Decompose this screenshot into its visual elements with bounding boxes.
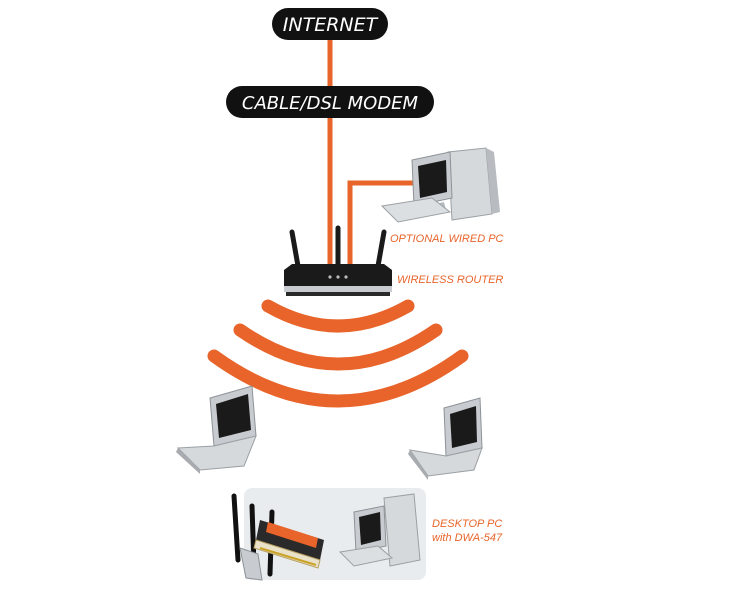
desktop-pc-label-line1: DESKTOP PC (432, 518, 502, 530)
modem-label: CABLE/DSL MODEM (242, 93, 419, 114)
desktop-pc-panel (231, 488, 426, 581)
laptop-icon (408, 397, 483, 480)
laptop-icon (176, 385, 257, 474)
desktop-pc-label-line2: with DWA-547 (432, 532, 503, 544)
router-label: WIRELESS ROUTER (397, 274, 503, 286)
pci-wifi-card-icon (239, 520, 324, 581)
internet-label: INTERNET (283, 14, 379, 36)
router-wiredpc-cable (347, 180, 420, 268)
wifi-signal-icon (207, 299, 469, 408)
internet-node: INTERNET (272, 8, 388, 40)
connection-lines (327, 40, 420, 268)
modem-node: CABLE/DSL MODEM (226, 86, 434, 118)
desktop-computer-icon (380, 147, 500, 223)
desktop-computer-icon (338, 493, 421, 567)
wired-pc-label: OPTIONAL WIRED PC (390, 233, 504, 245)
wireless-router-icon (284, 225, 392, 296)
